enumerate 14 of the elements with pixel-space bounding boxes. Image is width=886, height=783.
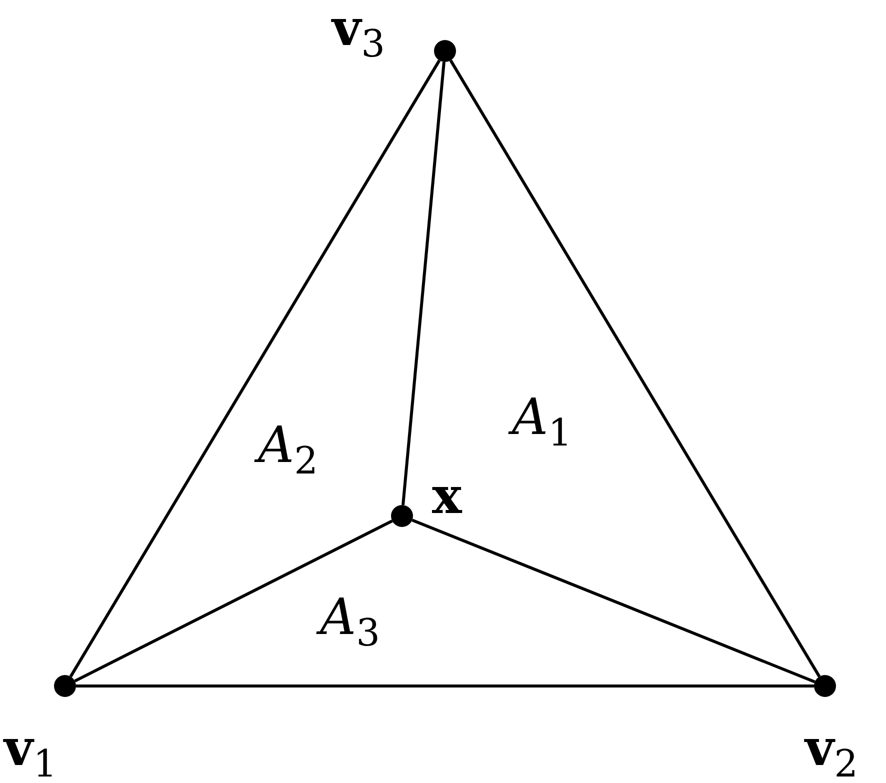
edge-line: [402, 62, 446, 506]
vertex-label: x: [431, 468, 464, 523]
vertex-label: v$_{1}$: [2, 720, 58, 783]
edge-line: [69, 60, 441, 678]
edge-line: [449, 60, 821, 678]
edge-line: [74, 520, 393, 682]
edge-line: [412, 518, 816, 684]
vertex-dot: [814, 675, 836, 697]
vertex-dot: [434, 40, 456, 62]
vertex-label: v$_{3}$: [330, 0, 386, 64]
edge-line: [76, 684, 814, 688]
vertex-dot: [54, 675, 76, 697]
vertex-label: v$_{2}$: [803, 720, 859, 783]
vertex-dot: [391, 505, 413, 527]
